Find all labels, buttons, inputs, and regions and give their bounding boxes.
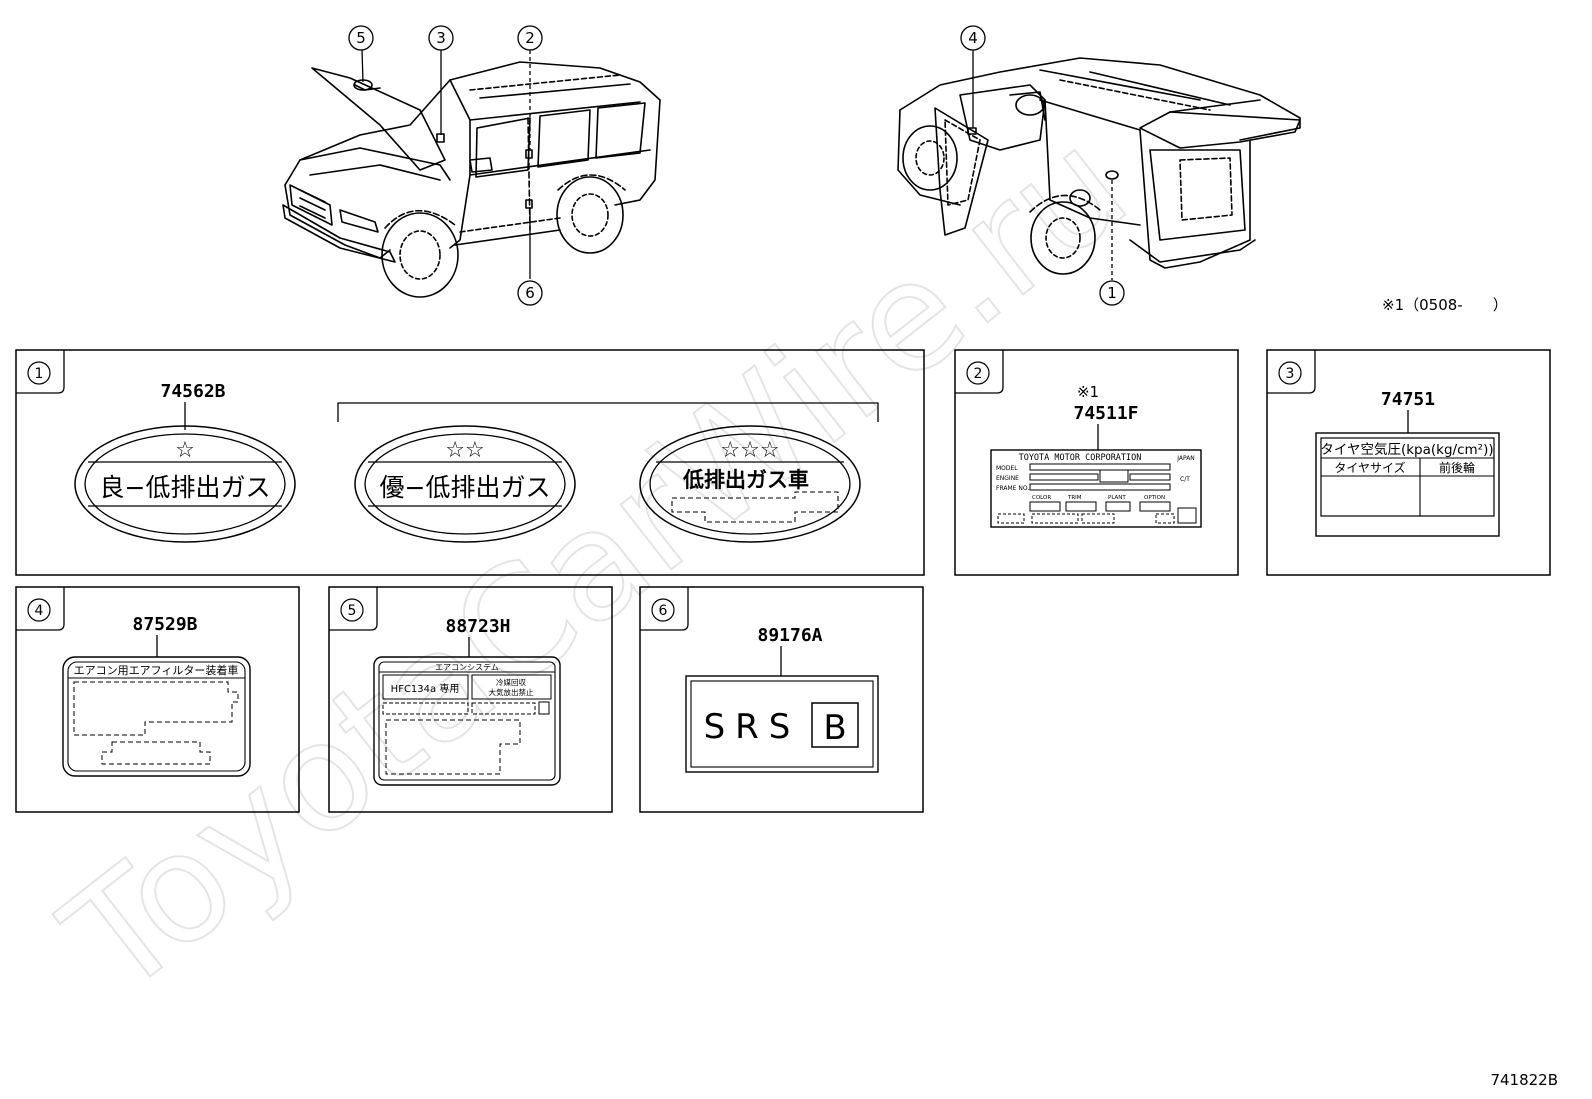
srs-label-boxed: B [823, 708, 846, 748]
footnote: ※1（0508- ） [1382, 296, 1508, 314]
front-callouts [348, 25, 543, 306]
panel-1-part-number: 74562B [160, 381, 225, 402]
emission-label-1-stars: ☆ [175, 438, 195, 463]
panel-6: 6 89176A SRS B [639, 586, 924, 813]
panel-5: 5 88723H エアコンシステム HFC134a 専用 冷媒回収 大気放出禁止 [328, 586, 613, 813]
ac-system-label: エアコンシステム HFC134a 専用 冷媒回収 大気放出禁止 [373, 656, 561, 786]
callout-4: 4 [968, 29, 978, 47]
emission-label-3: ☆☆☆ 低排出ガス車 [639, 425, 861, 543]
panel-1: 1 74562B ☆ 良−低排出ガス ☆☆ 優−低排出ガス ☆☆ [15, 349, 925, 576]
emission-label-1-text: 良−低排出ガス [100, 473, 271, 502]
callout-2: 2 [525, 29, 535, 47]
tire-pressure-label: タイヤ空気圧(kpa(kg/cm²)) タイヤサイズ 前後輪 [1315, 432, 1500, 537]
rear-vehicle-illustration [897, 57, 1301, 275]
panel-4: 4 87529B エアコン用エアフィルター装着車 [15, 586, 300, 813]
panel-5-index: 5 [348, 603, 357, 619]
drawing-code: 741822B [1490, 1071, 1558, 1089]
watermark: ToyotaCarWire.ru [34, 97, 1158, 1028]
panel-6-index: 6 [659, 603, 668, 619]
plate-field-trim: TRIM [1067, 495, 1082, 501]
rear-callouts [960, 25, 1125, 306]
panel-4-index: 4 [35, 603, 44, 619]
callout-3: 3 [436, 29, 446, 47]
plate-field-color: COLOR [1032, 495, 1051, 501]
plate-row-frame: FRAME NO. [996, 485, 1029, 492]
callout-1: 1 [1107, 284, 1117, 302]
emission-label-2-stars: ☆☆ [445, 438, 484, 463]
panel-2: 2 ※1 74511F TOYOTA MOTOR CORPORATION JAP… [954, 349, 1239, 576]
emission-label-2: ☆☆ 優−低排出ガス [354, 425, 576, 543]
plate-side-mark: C/T [1180, 476, 1190, 483]
front-vehicle-illustration [282, 61, 661, 298]
panel-2-note: ※1 [1077, 383, 1099, 401]
ac-label-notice-1: 冷媒回収 [496, 677, 526, 687]
vehicle-id-plate: TOYOTA MOTOR CORPORATION JAPAN MODEL ENG… [990, 449, 1202, 528]
emission-label-3-stars: ☆☆☆ [720, 438, 779, 463]
srs-label: SRS B [685, 675, 879, 773]
panel-4-part-number: 87529B [132, 614, 197, 635]
plate-maker: TOYOTA MOTOR CORPORATION [1019, 453, 1142, 463]
tire-table-col-wheels: 前後輪 [1439, 460, 1475, 475]
callout-5: 5 [356, 29, 366, 47]
plate-field-option: OPTION [1144, 495, 1165, 501]
tire-table-title: タイヤ空気圧(kpa(kg/cm²)) [1320, 442, 1493, 458]
air-filter-label: エアコン用エアフィルター装着車 [62, 656, 251, 777]
panel-1-index: 1 [35, 366, 44, 382]
emission-label-2-text: 優−低排出ガス [380, 473, 551, 502]
plate-row-engine: ENGINE [996, 475, 1019, 482]
ac-label-refrigerant: HFC134a 専用 [391, 683, 460, 695]
panel-6-part-number: 89176A [757, 625, 822, 646]
plate-row-model: MODEL [996, 465, 1018, 472]
emission-label-3-text: 低排出ガス車 [682, 468, 809, 492]
panel-3: 3 74751 タイヤ空気圧(kpa(kg/cm²)) タイヤサイズ 前後輪 [1266, 349, 1551, 576]
panel-3-index: 3 [1286, 366, 1295, 382]
panel-5-part-number: 88723H [445, 616, 510, 637]
tire-table-col-size: タイヤサイズ [1334, 460, 1405, 475]
plate-field-plant: PLANT [1108, 495, 1126, 501]
ac-label-notice-2: 大気放出禁止 [489, 687, 534, 697]
panel-2-part-number: 74511F [1073, 403, 1138, 424]
air-filter-label-title: エアコン用エアフィルター装着車 [74, 663, 239, 677]
panel-3-part-number: 74751 [1381, 389, 1435, 410]
emission-label-1: ☆ 良−低排出ガス [74, 425, 296, 543]
srs-label-text: SRS [704, 707, 801, 747]
panel-2-index: 2 [974, 366, 983, 382]
ac-label-title: エアコンシステム [435, 663, 499, 672]
callout-6: 6 [525, 284, 535, 302]
plate-country: JAPAN [1176, 455, 1195, 462]
